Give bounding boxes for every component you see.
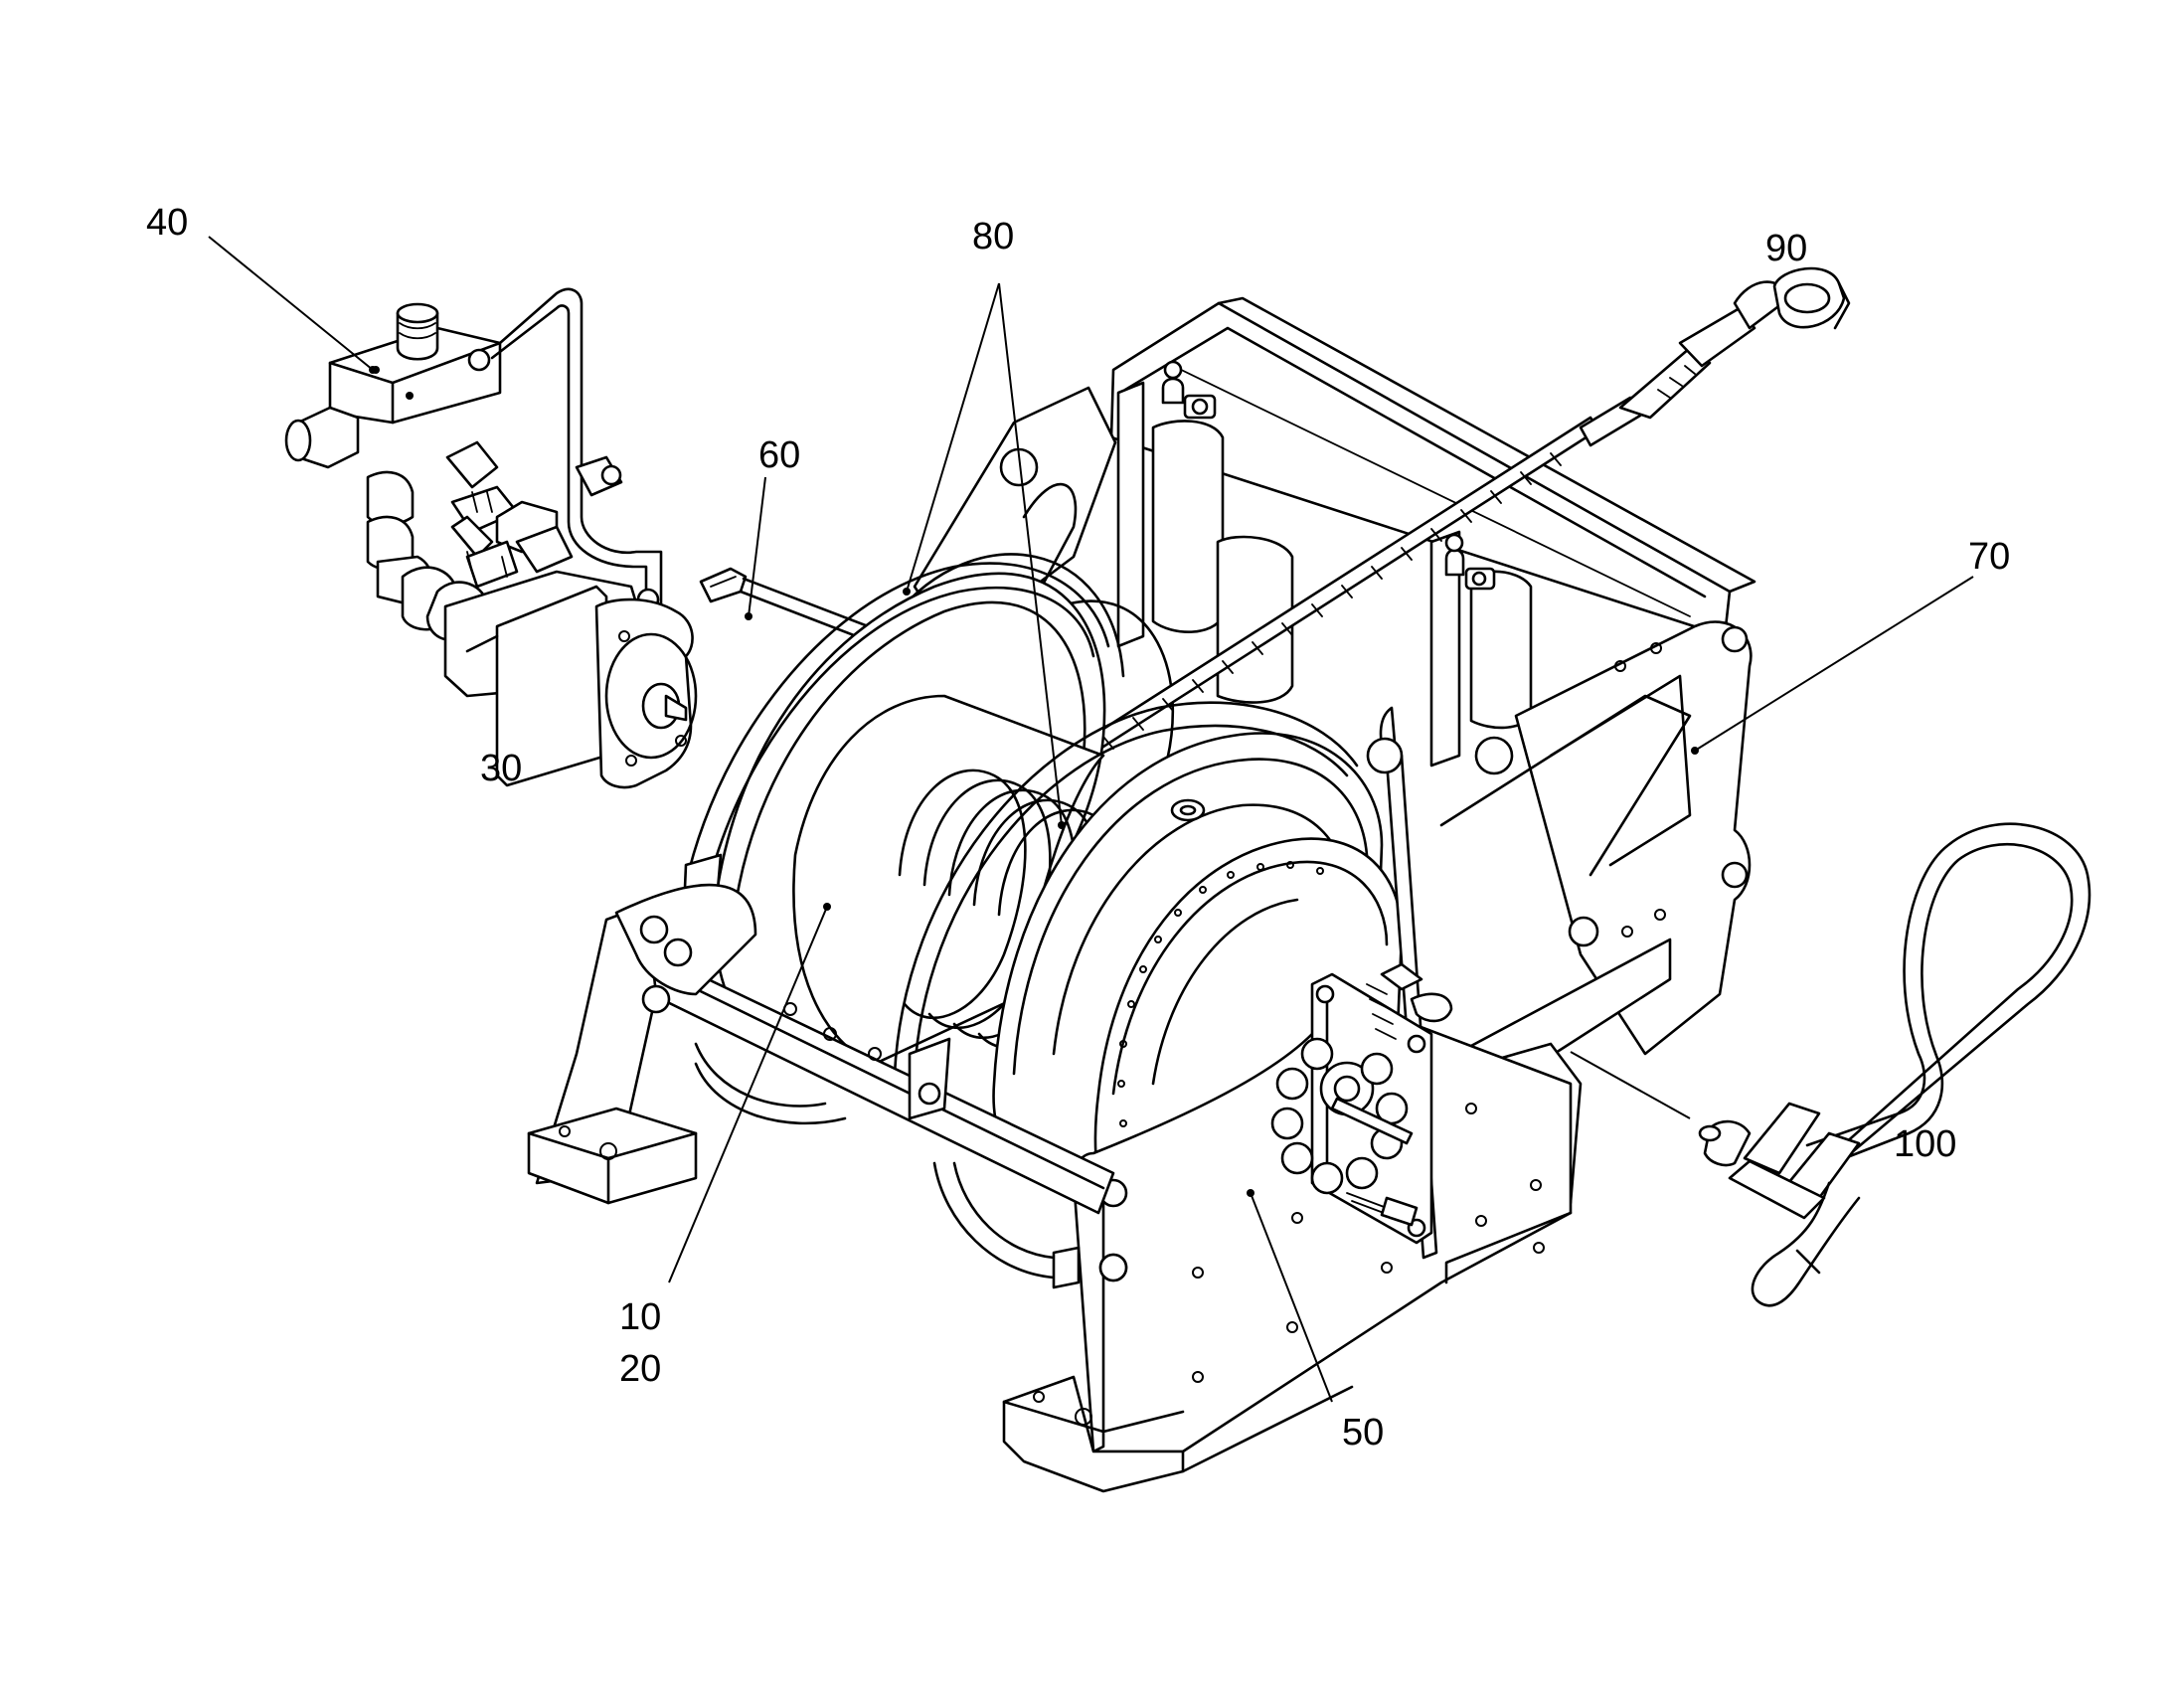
hydraulic-motor (443, 570, 698, 789)
eye-end-fitting (1579, 266, 1851, 447)
drum-guard-hoop (674, 562, 1359, 1076)
gearbox-bolt-ring (1117, 861, 1324, 1162)
drum-underside (932, 1161, 1128, 1289)
label-40: 40 (146, 202, 188, 244)
brake-lever (1270, 706, 1453, 1260)
label-50: 50 (1342, 1412, 1384, 1453)
frame-left-base (527, 883, 847, 1205)
label-90: 90 (1765, 228, 1807, 269)
removable-handle (1698, 822, 2091, 1307)
reference-labels: 40 80 90 60 70 30 100 10 20 50 (146, 202, 2010, 1453)
frame-upper-cage (913, 296, 1756, 768)
leader-lines (208, 236, 1974, 1403)
label-70: 70 (1968, 536, 2010, 578)
label-20: 20 (619, 1348, 661, 1390)
frame-right-base (1002, 1211, 1573, 1493)
label-100: 100 (1894, 1123, 1956, 1165)
label-30: 30 (480, 748, 522, 789)
label-60: 60 (758, 434, 800, 476)
label-80: 80 (972, 216, 1014, 257)
label-10: 10 (619, 1296, 661, 1338)
rear-flange (893, 553, 1175, 777)
